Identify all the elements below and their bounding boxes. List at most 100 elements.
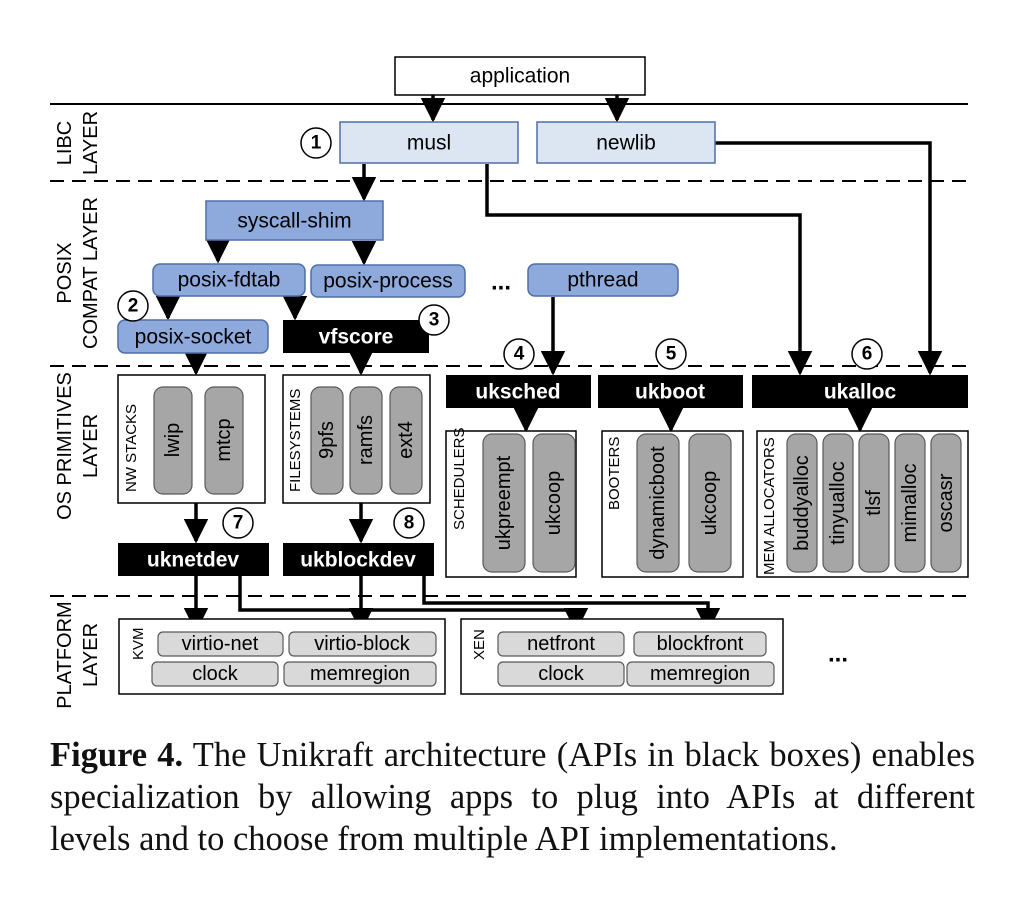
vfscore-api-box (283, 320, 429, 353)
posix-layer-label-line2: COMPAT LAYER (80, 197, 102, 349)
impl-ukcoop-sched-label: ukcoop (543, 471, 565, 536)
impl-tlsf-box (858, 433, 890, 573)
booters-label: BOOTERS (606, 437, 623, 510)
impl-ukcoop-boot-box (688, 433, 732, 573)
svg-text:3: 3 (429, 310, 440, 331)
impl-ramfs-box (349, 386, 383, 495)
kvm-memregion-box (283, 661, 437, 687)
application-label: application (470, 65, 570, 88)
impl-mtcp-box (204, 386, 244, 495)
syscall-shim-box (205, 200, 384, 241)
newlib-label: newlib (596, 132, 656, 155)
filesystems-label: FILESYSTEMS (287, 389, 304, 492)
kvm-virtio-net-label: virtio-net (182, 633, 259, 655)
svg-text:6: 6 (862, 344, 873, 365)
impl-oscasr-box (930, 433, 962, 573)
xen-memregion-label: memregion (650, 663, 750, 685)
musl-to-ukalloc-arrow (485, 164, 813, 376)
os-layer-label-line2: LAYER (80, 414, 102, 478)
platform-layer-label-line1: PLATFORM (54, 601, 76, 708)
xen-clock-label: clock (538, 663, 585, 685)
figure-caption: Figure 4. The Unikraft architecture (API… (50, 734, 975, 860)
musl-box (339, 121, 519, 164)
posix-socket-label: posix-socket (135, 326, 252, 349)
impl-dynamicboot-box (636, 433, 680, 573)
uknetdev-label: uknetdev (147, 549, 240, 572)
xen-netfront-label: netfront (527, 633, 595, 655)
unikraft-architecture-diagram: LIBC LAYER POSIX COMPAT LAYER OS PRIMITI… (50, 56, 969, 709)
marker-4: 4 (503, 338, 535, 370)
posix-ellipsis: ... (491, 269, 511, 296)
svg-text:7: 7 (233, 513, 244, 534)
impl-9pfs-box (310, 386, 344, 495)
impl-ext4-label: ext4 (395, 421, 417, 459)
uksched-api-box (446, 375, 591, 408)
kvm-memregion-label: memregion (310, 663, 410, 685)
impl-tinyualloc-label: tinyualloc (827, 461, 849, 544)
kvm-label: KVM (130, 627, 147, 660)
figure-caption-text: The Unikraft architecture (APIs in black… (50, 736, 975, 858)
impl-buddyalloc-box (786, 433, 818, 573)
marker-5: 5 (655, 338, 687, 370)
libc-layer-label-line1: LIBC (54, 121, 76, 165)
xen-netfront-box (497, 631, 625, 657)
posix-layer-label-line1: POSIX (54, 242, 76, 303)
xen-blockfront-box (633, 631, 767, 657)
posix-fdtab-label: posix-fdtab (178, 269, 281, 292)
ukboot-label: ukboot (635, 381, 705, 404)
syscall-shim-label: syscall-shim (237, 210, 351, 233)
xen-label: XEN (471, 629, 488, 660)
impl-dynamicboot-label: dynamicboot (647, 446, 669, 560)
kvm-clock-box (151, 661, 279, 687)
impl-ukcoop-sched-box (532, 433, 576, 573)
newlib-to-ukalloc-arrow (715, 141, 943, 376)
ukblockdev-api-box (283, 543, 434, 576)
impl-ext4-box (389, 386, 423, 495)
marker-2: 2 (117, 290, 149, 322)
kvm-clock-label: clock (192, 663, 239, 685)
svg-text:4: 4 (514, 344, 525, 365)
platform-layer-label-line2: LAYER (80, 623, 102, 687)
ukblockdev-label: ukblockdev (300, 549, 416, 572)
nw-stacks-label: NW STACKS (123, 404, 140, 492)
kvm-virtio-block-box (288, 631, 437, 657)
xen-memregion-box (626, 661, 775, 687)
impl-lwip-box (153, 386, 193, 495)
impl-oscasr-label: oscasr (935, 473, 957, 532)
xen-clock-box (497, 661, 625, 687)
ukblockdev-to-xen-arrow (422, 576, 721, 633)
marker-7: 7 (222, 507, 254, 539)
svg-text:5: 5 (666, 344, 677, 365)
impl-ukpreempt-box (482, 433, 526, 573)
figure-label: Figure 4. (50, 736, 184, 774)
posix-fdtab-box (152, 263, 306, 297)
application-box (394, 56, 646, 96)
mem-allocators-label: MEM ALLOCATORS (761, 437, 778, 575)
uknetdev-api-box (118, 543, 269, 576)
posix-socket-box (117, 319, 269, 354)
xen-blockfront-label: blockfront (657, 633, 744, 655)
marker-8: 8 (393, 507, 425, 539)
kvm-virtio-block-label: virtio-block (314, 633, 411, 655)
impl-mimalloc-box (894, 433, 926, 573)
impl-mimalloc-label: mimalloc (899, 464, 921, 543)
posix-process-box (310, 264, 466, 298)
impl-ukcoop-boot-label: ukcoop (699, 471, 721, 536)
svg-text:1: 1 (311, 133, 322, 154)
os-layer-label-line1: OS PRIMITIVES (54, 372, 76, 520)
impl-tlsf-label: tlsf (863, 490, 885, 516)
impl-lwip-label: lwip (162, 423, 184, 457)
kvm-virtio-net-box (157, 631, 284, 657)
svg-text:2: 2 (128, 296, 139, 317)
posix-process-label: posix-process (323, 270, 453, 293)
marker-6: 6 (851, 338, 883, 370)
newlib-box (536, 121, 716, 164)
vfscore-label: vfscore (319, 326, 394, 349)
ukalloc-api-box (752, 375, 968, 408)
impl-ukpreempt-label: ukpreempt (493, 455, 515, 550)
pthread-label: pthread (567, 269, 638, 292)
impl-mtcp-label: mtcp (213, 418, 235, 461)
ukalloc-label: ukalloc (824, 381, 897, 404)
ukboot-api-box (598, 375, 743, 408)
impl-tinyualloc-box (822, 433, 854, 573)
